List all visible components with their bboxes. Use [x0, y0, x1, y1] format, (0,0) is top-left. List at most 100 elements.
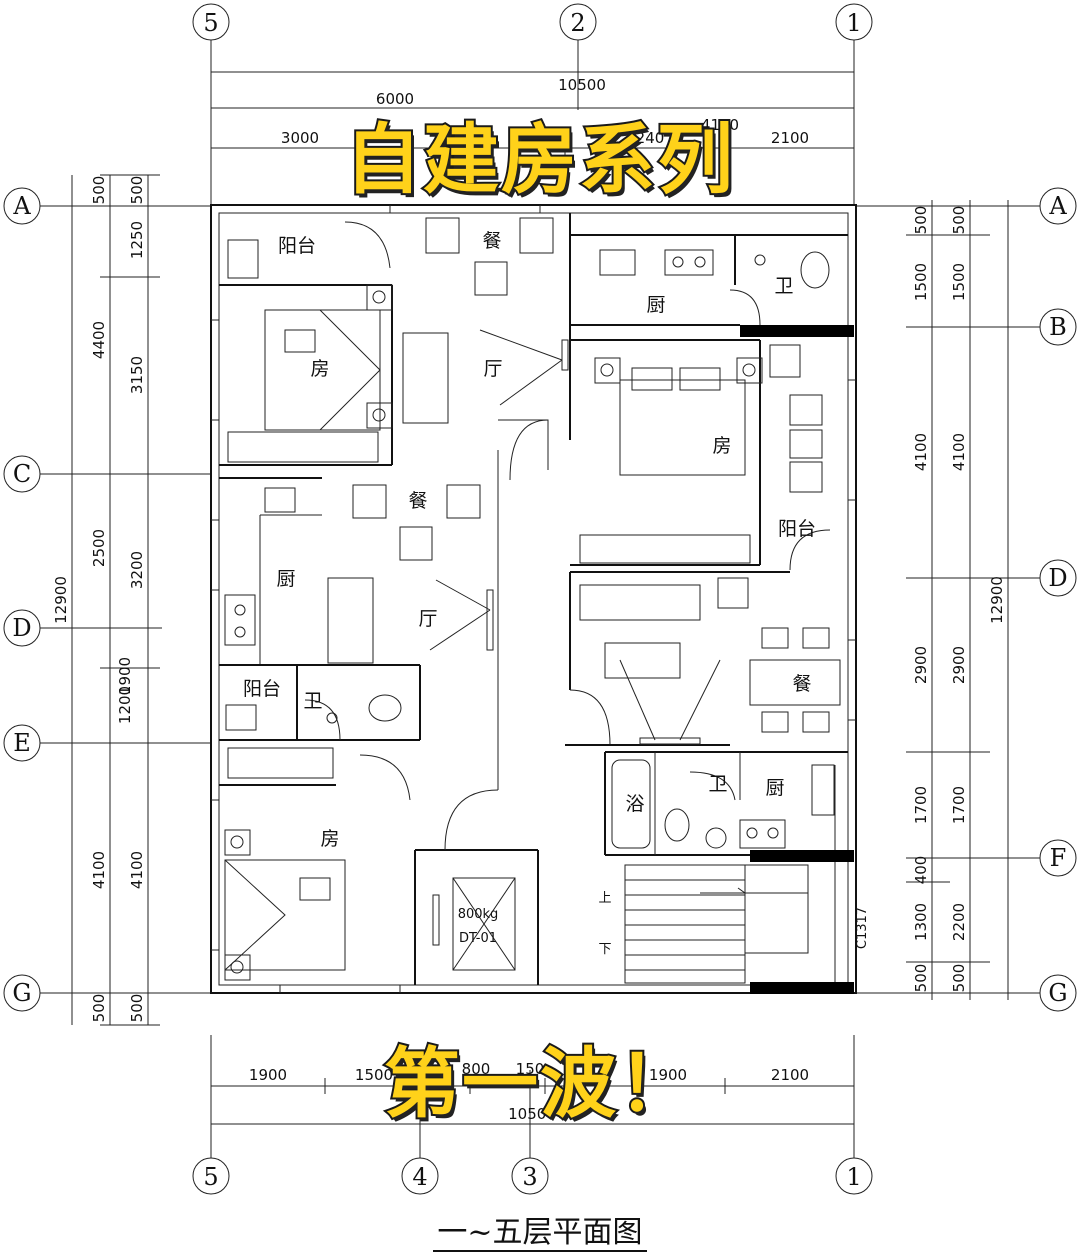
dim-left-inner: 1200: [116, 686, 134, 724]
dim-bottom-seg: 1900: [249, 1066, 287, 1084]
subtitle-overlay: 第一波！: [382, 1037, 696, 1130]
axis-label: G: [12, 979, 31, 1007]
dim-left-inner: 1250: [128, 221, 146, 259]
room-label-kitchen: 厨: [276, 568, 295, 590]
dim-left-total: 12900: [52, 576, 70, 624]
dim-right-inner: 1500: [912, 263, 930, 301]
dim-right-inner: 2900: [912, 646, 930, 684]
elevator-code: DT-01: [459, 931, 497, 946]
axis-label: B: [1049, 313, 1067, 341]
axis-label: C: [13, 460, 31, 488]
dim-left-outer: 2500: [90, 529, 108, 567]
axis-label: F: [1050, 844, 1067, 872]
dim-left-inner: 4100: [128, 851, 146, 889]
dim-right-outer: 500: [950, 964, 968, 993]
room-label-kitchen: 厨: [765, 777, 784, 799]
room-label-bedroom: 房: [712, 435, 731, 457]
right-dimensions: 500 500 1500 1500 4100 4100 12900 2900 2…: [912, 206, 1006, 993]
dim-right-outer: 4100: [950, 433, 968, 471]
room-label-dining: 餐: [408, 490, 427, 512]
dim-bottom-seg: 1900: [649, 1066, 687, 1084]
axis-label: 5: [203, 1163, 218, 1191]
staircase: [624, 864, 809, 984]
room-label-balcony: 阳台: [243, 678, 281, 700]
axis-label: A: [1048, 192, 1067, 220]
room-label-bath: 卫: [708, 773, 727, 795]
dim-left-outer: 500: [90, 176, 108, 205]
stair-down-label: 下: [598, 942, 611, 957]
room-label-bath: 卫: [303, 690, 322, 712]
room-label-dining: 餐: [482, 230, 501, 252]
dim-left-inner: 500: [128, 176, 146, 205]
room-label-balcony: 阳台: [778, 518, 816, 540]
dim-left-inner: 500: [128, 994, 146, 1023]
dim-top-total: 10500: [558, 76, 606, 94]
dim-top-seg: 4100: [701, 116, 739, 134]
room-label-balcony: 阳台: [278, 235, 316, 257]
right-axis-markers: A B D F G: [856, 187, 1077, 1012]
dim-right-outer: 1500: [950, 263, 968, 301]
dim-left-inner: 1900: [116, 657, 134, 695]
drawing-caption: 一~五层平面图: [0, 1207, 1080, 1252]
dim-top-seg: 50: [468, 129, 487, 147]
room-label-living: 厅: [418, 608, 437, 630]
dim-top-seg: 3000: [281, 129, 319, 147]
dim-top-seg: 2100: [771, 129, 809, 147]
axis-label: 1: [846, 1163, 861, 1191]
bottom-axis-markers: 5 4 3 1: [192, 1035, 873, 1195]
dim-left-inner: 3200: [128, 551, 146, 589]
axis-label: 4: [412, 1163, 427, 1191]
dim-bottom-seg: 1500: [355, 1066, 393, 1084]
stair-up-label: 上: [598, 891, 611, 906]
axis-label: 2: [570, 9, 585, 37]
top-axis-markers: 5 2 1: [192, 3, 873, 205]
room-label-dining: 餐: [792, 673, 811, 695]
dim-bottom-seg: 2100: [771, 1066, 809, 1084]
top-dimensions: 10500 6000 3000 50 240 4100 2100: [211, 71, 854, 156]
dim-right-outer: 500: [950, 206, 968, 235]
elevator-load: 800kg: [458, 907, 499, 922]
dim-left-outer: 4400: [90, 321, 108, 359]
dim-bottom-seg: 150: [516, 1060, 545, 1078]
dim-right-inner: 1300: [912, 903, 930, 941]
dim-right-inner: 4100: [912, 433, 930, 471]
dim-right-outer: 2900: [950, 646, 968, 684]
axis-label: 3: [522, 1163, 537, 1191]
axis-label: D: [1048, 564, 1067, 592]
axis-label: D: [12, 614, 31, 642]
room-label-bedroom: 房: [310, 358, 329, 380]
axis-label: 1: [846, 9, 861, 37]
window-code: C1317: [855, 907, 870, 949]
left-axis-markers: A C D E G: [3, 174, 210, 1026]
title-overlay: 自建房系列: [343, 113, 735, 206]
dim-left-outer: 500: [90, 994, 108, 1023]
axis-label: G: [1048, 979, 1067, 1007]
furniture: [224, 217, 841, 984]
axis-label: A: [12, 192, 31, 220]
dim-right-outer: 2200: [950, 903, 968, 941]
room-labels: 阳台 餐 房 厅 餐 厨 厅 阳台 卫 房 厨 卫 房 阳台 餐 浴 卫 厨 上…: [243, 230, 870, 957]
dim-right-inner: 500: [912, 964, 930, 993]
dim-top-mid: 6000: [376, 90, 414, 108]
dim-right-inner: 1700: [912, 786, 930, 824]
dim-right-inner: 400: [912, 856, 930, 885]
door-swings: [304, 221, 831, 801]
dim-left-outer: 4100: [90, 851, 108, 889]
dim-bottom-seg: 800: [462, 1060, 491, 1078]
room-label-bath: 卫: [774, 275, 793, 297]
caption-text: 一~五层平面图: [433, 1215, 647, 1252]
dim-right-inner: 500: [912, 206, 930, 235]
dim-left-inner: 3150: [128, 356, 146, 394]
room-label-kitchen: 厨: [646, 294, 665, 316]
room-label-tub: 浴: [625, 793, 644, 815]
left-dimensions: 500 500 1250 4400 3150 2500 3200 12900 1…: [52, 176, 146, 1023]
dim-right-outer: 1700: [950, 786, 968, 824]
dim-right-total: 12900: [988, 576, 1006, 624]
dim-top-seg: 240: [636, 129, 665, 147]
axis-label: 5: [203, 9, 218, 37]
room-label-living: 厅: [483, 358, 502, 380]
axis-label: E: [13, 729, 31, 757]
room-label-bedroom: 房: [320, 828, 339, 850]
dim-bottom-total: 10500: [508, 1105, 556, 1123]
